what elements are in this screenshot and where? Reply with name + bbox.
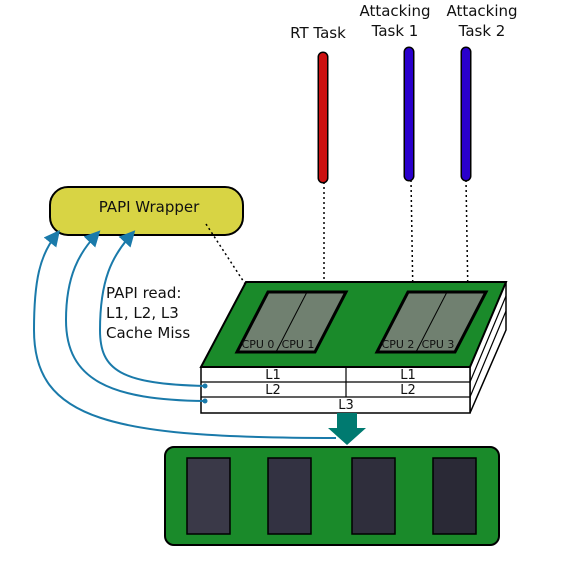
memory-arrow <box>328 413 366 445</box>
cache-miss-arrows <box>32 230 337 439</box>
cpu-group-right <box>374 290 489 354</box>
cpu-1-label: CPU 1 <box>282 338 315 351</box>
attacking-task-1-label-line2: Task 1 <box>371 22 419 40</box>
attacking-task-1-connector <box>410 179 414 301</box>
rt-task-label: RT Task <box>290 24 346 42</box>
papi-wrapper-box <box>49 186 244 236</box>
attacking-task-1-label-line1: Attacking <box>359 2 430 20</box>
cpu-3-label: CPU 3 <box>422 338 455 351</box>
cache-stack <box>200 366 471 414</box>
cpu-group-left <box>234 290 349 354</box>
papi-read-line2: L1, L2, L3 <box>106 304 179 322</box>
memory-chip-1 <box>186 457 231 535</box>
l1-right-label: L1 <box>400 368 416 383</box>
papi-read-line3: Cache Miss <box>106 324 190 342</box>
memory-chip-4 <box>432 457 477 535</box>
l2-left-label: L2 <box>265 383 281 398</box>
cpu-0-label: CPU 0 <box>242 338 275 351</box>
papi-read-line1: PAPI read: <box>106 284 181 302</box>
papi-wrapper-label: PAPI Wrapper <box>99 198 200 216</box>
memory-chip-3 <box>351 457 396 535</box>
l1-left-label: L1 <box>265 368 281 383</box>
l2-right-label: L2 <box>400 383 416 398</box>
cpu-2-label: CPU 2 <box>382 338 415 351</box>
l1-miss-arrow <box>98 230 206 387</box>
attacking-task-2-label-line1: Attacking <box>446 2 517 20</box>
l3-miss-arrow <box>32 230 337 439</box>
l3-label: L3 <box>338 398 354 413</box>
l2-miss-arrow <box>64 230 206 402</box>
memory-chip-2 <box>267 457 312 535</box>
memory-module <box>164 446 500 546</box>
attacking-task-2-connector <box>465 179 469 301</box>
attacking-task-2-label-line2: Task 2 <box>458 22 506 40</box>
